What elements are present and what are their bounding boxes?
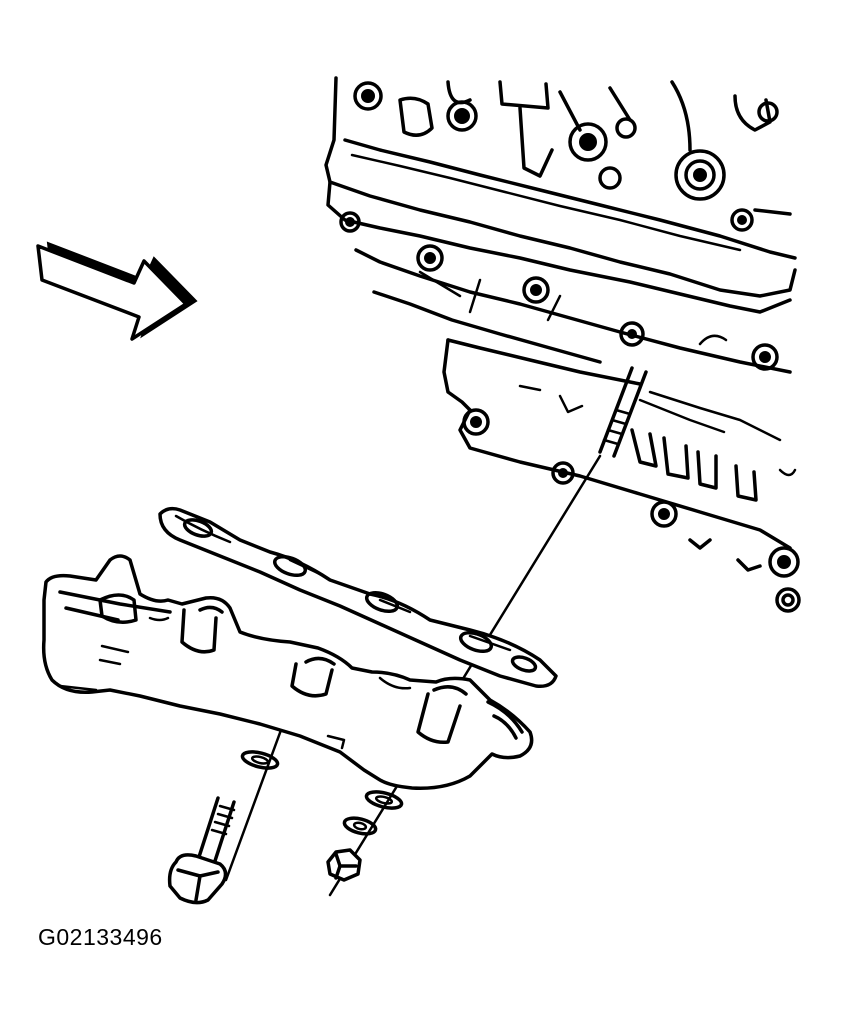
direction-arrow-icon bbox=[36, 241, 198, 341]
manifold-stud bbox=[598, 366, 648, 458]
manifold-nut bbox=[326, 848, 362, 882]
spacer-washer-right bbox=[342, 790, 404, 836]
exhaust-manifold bbox=[41, 554, 534, 790]
manifold-bolt bbox=[167, 796, 236, 905]
engine-cylinder-head bbox=[324, 76, 801, 613]
figure-code-label: G02133496 bbox=[38, 924, 163, 950]
manifold-gasket bbox=[158, 506, 558, 689]
washer-left bbox=[240, 750, 280, 770]
